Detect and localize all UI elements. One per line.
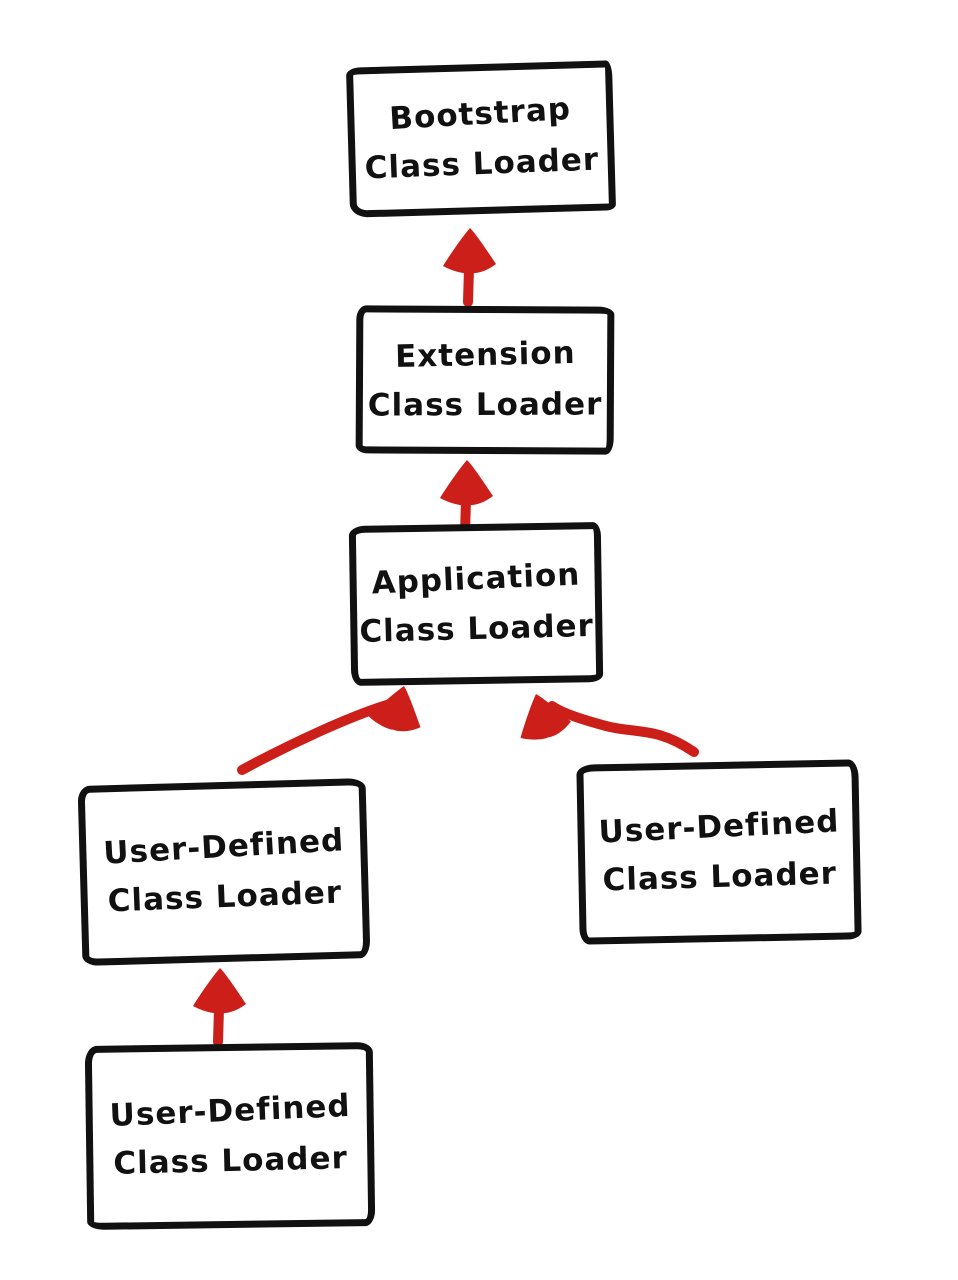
node-label-line2: Class Loader <box>106 874 343 920</box>
node-label-line1: User-Defined <box>108 1087 351 1134</box>
node-application-class-loader: Application Class Loader <box>348 522 604 686</box>
node-label-line1: User-Defined <box>597 803 840 851</box>
arrow-userleft-to-application <box>237 679 430 775</box>
node-label-line1: Extension <box>394 334 576 375</box>
node-user-defined-class-loader-left: User-Defined Class Loader <box>77 778 371 966</box>
node-label-line2: Class Loader <box>112 1140 348 1182</box>
node-user-defined-class-loader-right: User-Defined Class Loader <box>576 759 862 945</box>
node-label-line2: Class Loader <box>363 141 600 187</box>
node-label-line1: User-Defined <box>101 822 345 872</box>
arrow-userright-to-application <box>510 686 699 757</box>
node-label-line1: Bootstrap <box>388 90 573 137</box>
node-bootstrap-class-loader: Bootstrap Class Loader <box>345 60 617 218</box>
arrow-userbottom-to-userleft <box>193 968 246 1042</box>
node-label-line2: Class Loader <box>358 607 595 651</box>
node-label-line1: Application <box>370 556 581 602</box>
node-label-line2: Class Loader <box>367 386 603 424</box>
node-user-defined-class-loader-bottom: User-Defined Class Loader <box>84 1041 376 1231</box>
node-extension-class-loader: Extension Class Loader <box>355 305 615 455</box>
arrow-extension-to-bootstrap <box>443 228 496 302</box>
node-label-line2: Class Loader <box>601 855 838 899</box>
